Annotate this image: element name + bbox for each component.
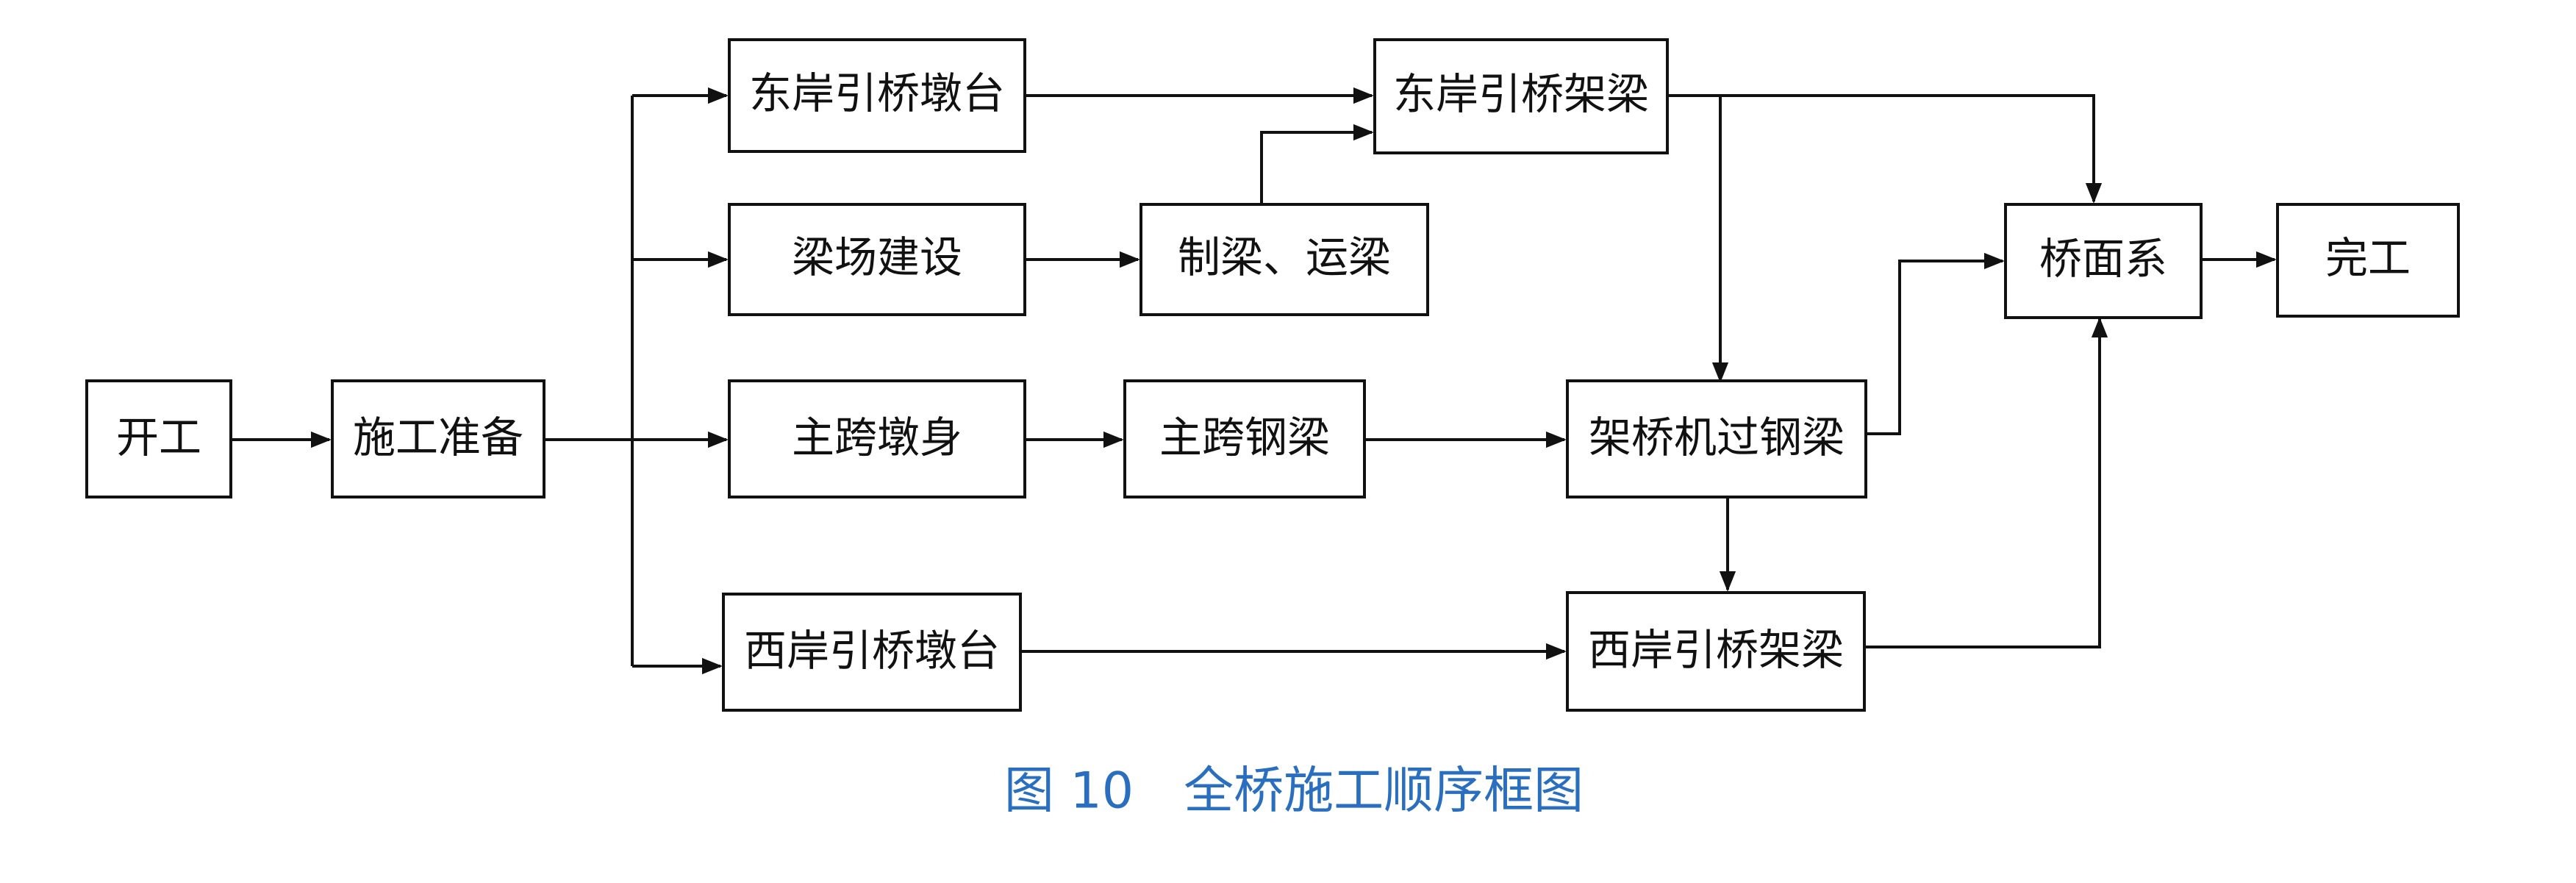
node-west-pier-label: 西岸引桥墩台 xyxy=(744,626,1000,676)
node-east-erect-label: 东岸引桥架梁 xyxy=(1393,69,1649,119)
node-main-steel-label: 主跨钢梁 xyxy=(1159,412,1330,462)
node-east-erect: 东岸引桥架梁 xyxy=(1373,38,1669,154)
node-machine-pass-label: 架桥机过钢梁 xyxy=(1589,412,1845,462)
node-main-pier-label: 主跨墩身 xyxy=(792,412,962,462)
edge-make-east-erect xyxy=(1260,124,1374,204)
node-beam-yard-label: 梁场建设 xyxy=(792,232,962,282)
node-deck: 桥面系 xyxy=(2004,203,2203,319)
edge-machine-deck xyxy=(1866,252,2005,435)
node-prep-label: 施工准备 xyxy=(353,412,523,462)
edge-east-erect-deck xyxy=(1667,94,2103,204)
node-prep: 施工准备 xyxy=(331,379,545,498)
node-make-beam: 制梁、运梁 xyxy=(1139,203,1429,316)
edges xyxy=(231,87,2277,675)
node-east-pier-label: 东岸引桥墩台 xyxy=(749,68,1005,118)
node-main-pier: 主跨墩身 xyxy=(728,379,1026,498)
node-machine-pass: 架桥机过钢梁 xyxy=(1566,379,1867,498)
node-main-steel: 主跨钢梁 xyxy=(1123,379,1366,498)
figure-caption: 图 10 全桥施工顺序框图 xyxy=(1004,762,1584,821)
node-west-pier: 西岸引桥墩台 xyxy=(722,593,1022,712)
node-start: 开工 xyxy=(85,379,232,498)
edge-west-erect-deck xyxy=(1864,317,2108,648)
node-deck-label: 桥面系 xyxy=(2039,234,2167,284)
node-east-pier: 东岸引桥墩台 xyxy=(728,38,1026,153)
node-make-beam-label: 制梁、运梁 xyxy=(1178,232,1391,282)
node-done: 完工 xyxy=(2276,203,2460,318)
node-beam-yard: 梁场建设 xyxy=(728,203,1026,316)
node-start-label: 开工 xyxy=(116,412,201,462)
node-west-erect: 西岸引桥架梁 xyxy=(1566,591,1866,712)
node-done-label: 完工 xyxy=(2325,233,2411,283)
node-west-erect-label: 西岸引桥架梁 xyxy=(1588,625,1844,675)
